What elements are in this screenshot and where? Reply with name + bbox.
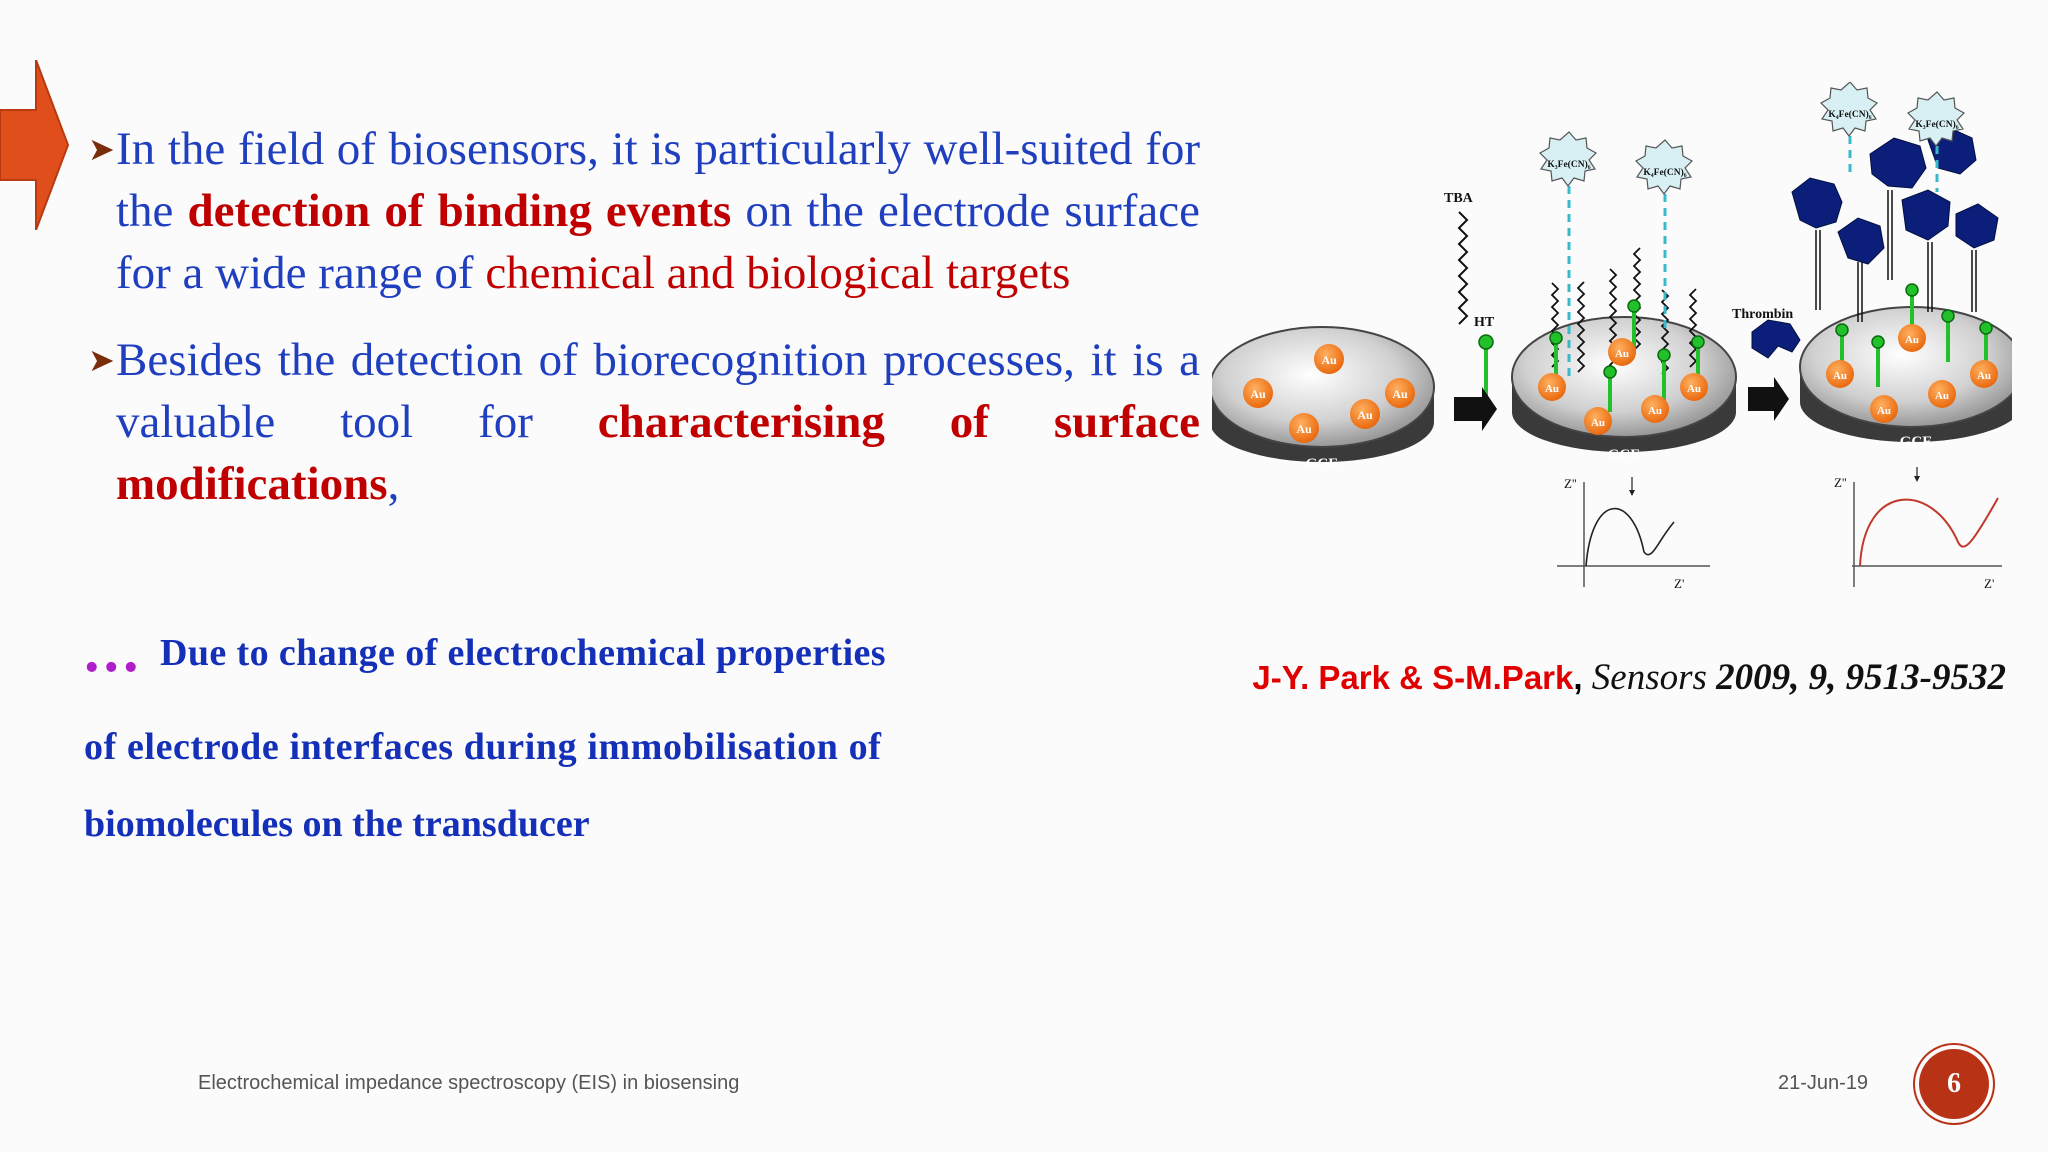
electrode-disc-thrombin: GCE [1799, 306, 2012, 450]
z-imag-label: Z'' [1564, 476, 1577, 491]
ht-linker: HT [1474, 315, 1495, 402]
redox-probe-lines [1848, 122, 1939, 192]
au-label: Au [1321, 353, 1337, 367]
au-label: Au [1687, 383, 1701, 395]
gold-nanoparticles: Au Au Au Au Au [1538, 338, 1708, 435]
bullet-item: ➤ Besides the detection of biorecognitio… [88, 329, 1200, 515]
au-label: Au [1905, 334, 1919, 346]
au-label: Au [1615, 348, 1629, 360]
note-line-3: biomolecules on the transducer [84, 803, 590, 845]
z-real-label: Z' [1984, 576, 1994, 591]
au-label: Au [1545, 383, 1559, 395]
k4fecn6-label: K₄Fe(CN)₆ [1828, 109, 1871, 120]
bullet-text: In the field of biosensors, it is partic… [116, 123, 1201, 299]
au-label: Au [1877, 405, 1891, 417]
au-label: Au [1833, 370, 1847, 382]
au-label: Au [1935, 390, 1949, 402]
thrombin-label: Thrombin [1732, 307, 1793, 322]
bullet-list: ➤ In the field of biosensors, it is part… [88, 118, 1200, 515]
redox-probe-lines [1567, 172, 1667, 382]
thrombin-clusters [1791, 127, 1999, 265]
note-line-2: of electrode interfaces during immobilis… [84, 726, 882, 768]
nyquist-plot-2: Z'' Z' [1834, 467, 2002, 591]
page-number-badge: 6 [1919, 1049, 1989, 1119]
citation-separator: , [1573, 659, 1583, 696]
step-arrow-icon [1748, 377, 1789, 421]
green-linker-heads [1549, 299, 1705, 379]
step-arrow-icon [1454, 387, 1497, 431]
au-label: Au [1357, 408, 1373, 422]
citation-authors: J-Y. Park & S-M.Park [1252, 659, 1574, 696]
aptamer-hairpins [1815, 190, 1977, 322]
citation-journal: Sensors [1591, 657, 1707, 698]
bullet-item: ➤ In the field of biosensors, it is part… [88, 118, 1200, 304]
au-label: Au [1977, 370, 1991, 382]
k3fecn6-label: K₃Fe(CN)₆ [1915, 119, 1958, 130]
slide-pointer-arrow-icon [0, 60, 70, 230]
gce-label: GCE [1306, 456, 1339, 472]
green-linker-heads [1835, 283, 1993, 349]
gold-nanoparticles: Au Au Au Au Au [1243, 344, 1415, 443]
au-label: Au [1591, 417, 1605, 429]
figure-citation: J-Y. Park & S-M.Park, Sensors 2009, 9, 9… [1252, 656, 2006, 699]
z-real-label: Z' [1674, 576, 1684, 591]
tba-label: TBA [1444, 191, 1474, 206]
thrombin: Thrombin [1732, 307, 1801, 359]
note-line-1: Due to change of electrochemical propert… [160, 632, 886, 674]
tba-strand: TBA [1444, 191, 1474, 325]
bullet-text: Besides the detection of biorecognition … [116, 334, 1200, 510]
ht-label: HT [1474, 315, 1495, 330]
au-label: Au [1392, 387, 1408, 401]
gce-label: GCE [1900, 434, 1933, 450]
au-label: Au [1296, 422, 1312, 436]
gold-nanoparticles: Au Au Au Au Au [1826, 324, 1998, 423]
footer-title: Electrochemical impedance spectroscopy (… [198, 1072, 740, 1094]
bullet-arrow-icon: ➤ [88, 342, 115, 378]
nyquist-plot-1: Z'' Z' [1557, 476, 1710, 591]
redox-probe-bursts: K₃Fe(CN)₆ K₄Fe(CN)₆ [1539, 131, 1693, 195]
k3fecn6-label: K₃Fe(CN)₆ [1547, 159, 1590, 170]
au-label: Au [1648, 405, 1662, 417]
ellipsis-dots: ... [84, 617, 143, 685]
redox-probe-bursts: K₄Fe(CN)₆ K₃Fe(CN)₆ [1820, 82, 1965, 147]
footer-date: 21-Jun-19 [1778, 1072, 1869, 1094]
eis-aptasensor-figure: GCE Au Au Au Au Au TBA HT GCE [1212, 82, 2012, 591]
citation-details: 2009, 9, 9513-9532 [1716, 657, 2006, 698]
z-imag-label: Z'' [1834, 475, 1847, 490]
au-label: Au [1250, 387, 1266, 401]
k4fecn6-label: K₄Fe(CN)₆ [1643, 167, 1686, 178]
bullet-arrow-icon: ➤ [88, 131, 115, 167]
gce-label: GCE [1608, 447, 1641, 463]
